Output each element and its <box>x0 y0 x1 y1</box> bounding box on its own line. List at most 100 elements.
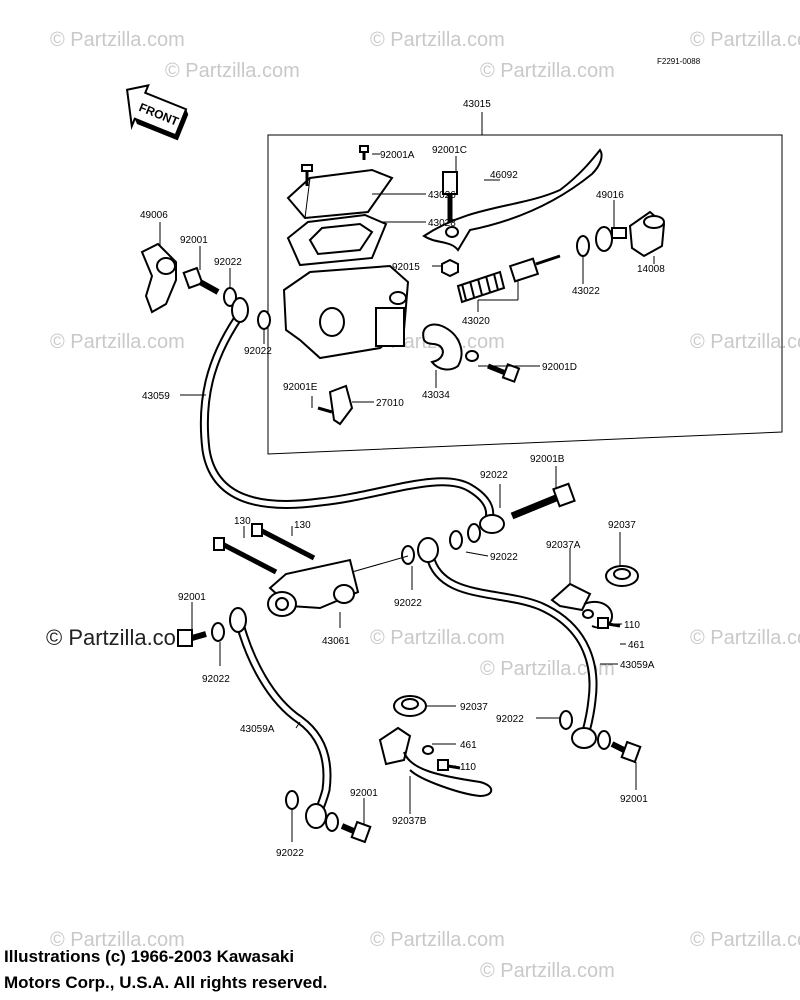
part-label: 43061 <box>322 636 350 647</box>
bolt-icon <box>465 350 521 383</box>
watermark-text: © Partzilla.com <box>50 29 185 51</box>
washer-icon <box>285 790 299 810</box>
watermark-text: © Partzilla.com <box>480 658 615 680</box>
watermark-text: © Partzilla.com <box>370 929 505 951</box>
part-label: 92001E <box>283 382 318 393</box>
copyright-line-2: Motors Corp., U.S.A. All rights reserved… <box>4 973 328 992</box>
watermark-text: © Partzilla.com <box>480 60 615 82</box>
part-label: 92001 <box>180 235 208 246</box>
part-label: 49006 <box>140 210 168 221</box>
banjo-bolt-icon <box>182 266 220 295</box>
part-label: 92001C <box>432 145 467 156</box>
part-label: 92001 <box>620 794 648 805</box>
part-label: 43059 <box>142 391 170 402</box>
part-label: 92022 <box>276 848 304 859</box>
brake-hose-43059a-left <box>229 607 332 829</box>
part-label: 92001A <box>380 150 415 161</box>
part-label: 92001 <box>350 788 378 799</box>
bolt-icon <box>582 609 621 629</box>
washer-icon <box>211 622 225 642</box>
part-label: 92022 <box>214 257 242 268</box>
part-label: 92022 <box>496 714 524 725</box>
master-cylinder-assembly-box <box>267 112 783 455</box>
copyright-notice: Illustrations (c) 1966-2003 Kawasaki Mot… <box>4 944 564 996</box>
part-labels: 43015 92001A 92001C 46092 43026 49016 49… <box>140 99 665 859</box>
watermark-text: © Partzilla.com <box>690 929 800 951</box>
part-label: 43059A <box>240 724 275 735</box>
screw-icon <box>301 145 369 186</box>
part-label: 43022 <box>572 286 600 297</box>
part-label: 92022 <box>394 598 422 609</box>
washer-icon <box>467 523 481 543</box>
brake-hose-43059 <box>199 297 505 534</box>
master-cylinder-body <box>282 264 410 360</box>
part-label: 461 <box>460 740 477 751</box>
three-way-joint <box>267 558 360 617</box>
washer-icon <box>325 812 339 832</box>
part-label: 92037 <box>460 702 488 713</box>
part-label: 14008 <box>637 264 665 275</box>
hose-bracket-center <box>378 695 493 798</box>
watermark-text: © Partzilla.com <box>370 29 505 51</box>
watermark-text: © Partzilla.com <box>50 331 185 353</box>
bolt-icon <box>442 171 458 225</box>
washer-icon <box>449 530 463 550</box>
part-label: 49016 <box>596 190 624 201</box>
brake-switch <box>317 384 354 426</box>
leader-lines <box>159 153 655 842</box>
part-label: 43028 <box>428 218 456 229</box>
bolt-icon <box>213 523 316 575</box>
part-label: 110 <box>460 762 476 773</box>
part-label: 461 <box>628 640 645 651</box>
part-label: 27010 <box>376 398 404 409</box>
piston-kit <box>456 254 561 304</box>
part-label: 43059A <box>620 660 655 671</box>
part-label: 92001D <box>542 362 577 373</box>
watermarks: © Partzilla.com © Partzilla.com © Partzi… <box>46 29 800 982</box>
washer-icon <box>401 545 415 565</box>
part-label: 92022 <box>202 674 230 685</box>
part-label: 43015 <box>463 99 491 110</box>
washer-icon <box>597 730 611 750</box>
part-label: 130 <box>234 516 251 527</box>
watermark-text: © Partzilla.com <box>690 331 800 353</box>
boot-icon <box>628 210 666 258</box>
reservoir-cap <box>286 168 394 220</box>
part-label: 43034 <box>422 390 450 401</box>
brake-hose-43059a-right <box>417 537 598 749</box>
part-label: 92015 <box>392 262 420 273</box>
banjo-bolt-icon <box>610 740 642 764</box>
watermark-text: © Partzilla.com <box>690 627 800 649</box>
hose-bracket-right <box>550 565 639 629</box>
part-label: 92001B <box>530 454 565 465</box>
banjo-bolt-icon <box>177 629 207 647</box>
nut-icon <box>441 258 459 278</box>
part-label: 92022 <box>490 552 518 563</box>
watermark-text: © Partzilla.com <box>165 60 300 82</box>
front-arrow-icon: FRONT <box>125 83 189 141</box>
part-label: 92022 <box>244 346 272 357</box>
banjo-fitting <box>140 242 177 314</box>
part-label: 43026 <box>428 190 456 201</box>
part-label: 110 <box>624 620 640 631</box>
washer-icon <box>559 710 573 730</box>
part-label: 92001 <box>178 592 206 603</box>
part-label: 92022 <box>480 470 508 481</box>
part-label: 92037B <box>392 816 427 827</box>
brake-lever <box>422 148 603 252</box>
part-label: 43020 <box>462 316 490 327</box>
watermark-text: © Partzilla.com <box>480 960 615 982</box>
watermark-big: © Partzilla.com <box>46 625 194 650</box>
watermark-text: © Partzilla.com <box>690 29 800 51</box>
figure-code: F2291-0088 <box>657 57 701 66</box>
handlebar-clamp <box>422 323 463 371</box>
washer-icon <box>576 226 627 257</box>
banjo-bolt-icon <box>510 482 576 520</box>
part-label: 46092 <box>490 170 518 181</box>
watermark-text: © Partzilla.com <box>50 929 185 951</box>
washer-icon <box>257 310 271 330</box>
copyright-line-1: Illustrations (c) 1966-2003 Kawasaki <box>4 947 295 966</box>
diaphragm <box>286 213 388 267</box>
banjo-bolt-icon <box>340 820 372 844</box>
